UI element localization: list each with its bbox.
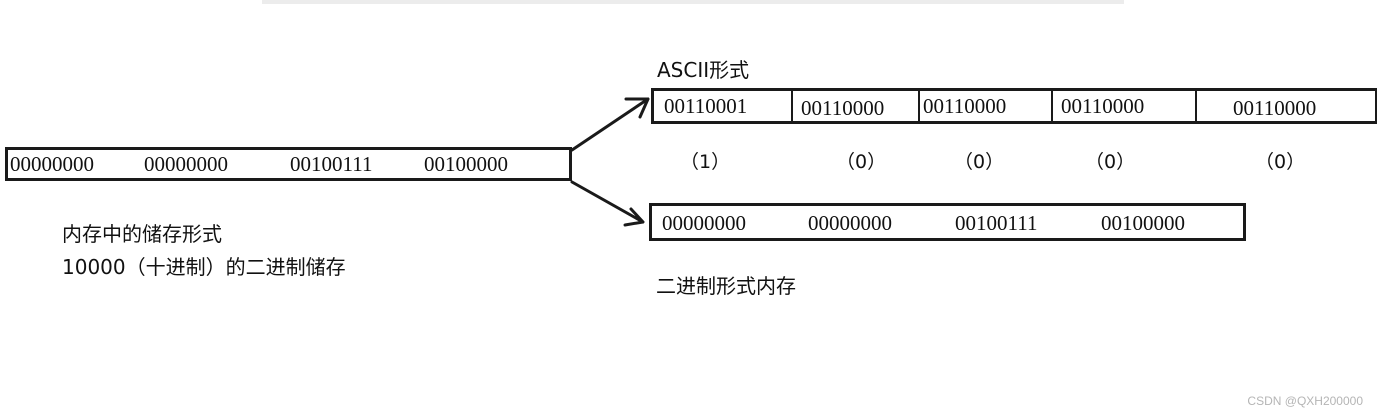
ascii-char-2: （0） <box>836 151 887 173</box>
binary-byte-3: 00100111 <box>955 211 1038 235</box>
ascii-divider-4 <box>1195 90 1197 122</box>
ascii-char-4: （0） <box>1085 151 1136 173</box>
top-edge-bar <box>262 0 1124 4</box>
ascii-divider-1 <box>791 90 793 122</box>
binary-caption: 二进制形式内存 <box>656 274 796 298</box>
left-caption-line2: 10000（十进制）的二进制储存 <box>62 255 346 279</box>
left-byte-4: 00100000 <box>424 152 508 176</box>
arrow-to-ascii <box>570 97 650 152</box>
ascii-char-5: （0） <box>1255 151 1306 173</box>
ascii-char-1: （1） <box>680 151 731 173</box>
binary-byte-4: 00100000 <box>1101 211 1185 235</box>
binary-memory-box: 00000000 00000000 00100111 00100000 <box>649 203 1246 241</box>
left-caption-line1: 内存中的储存形式 <box>62 222 222 246</box>
left-byte-1: 00000000 <box>10 152 94 176</box>
ascii-byte-2: 00110000 <box>801 96 885 120</box>
ascii-memory-box: 00110001 00110000 00110000 00110000 0011… <box>651 88 1377 124</box>
csdn-watermark: CSDN @QXH200000 <box>1247 394 1363 408</box>
ascii-byte-1: 00110001 <box>664 94 748 118</box>
binary-byte-1: 00000000 <box>662 211 746 235</box>
binary-byte-2: 00000000 <box>808 211 892 235</box>
ascii-divider-2 <box>918 90 920 122</box>
ascii-char-3: （0） <box>954 151 1005 173</box>
ascii-divider-3 <box>1051 90 1053 122</box>
ascii-byte-4: 00110000 <box>1061 94 1145 118</box>
left-memory-box: 00000000 00000000 00100111 00100000 <box>5 147 572 181</box>
arrow-to-binary <box>570 180 645 227</box>
ascii-byte-3: 00110000 <box>923 94 1007 118</box>
left-byte-2: 00000000 <box>144 152 228 176</box>
ascii-title: ASCII形式 <box>657 58 750 82</box>
ascii-byte-5: 00110000 <box>1233 96 1317 120</box>
left-byte-3: 00100111 <box>290 152 373 176</box>
